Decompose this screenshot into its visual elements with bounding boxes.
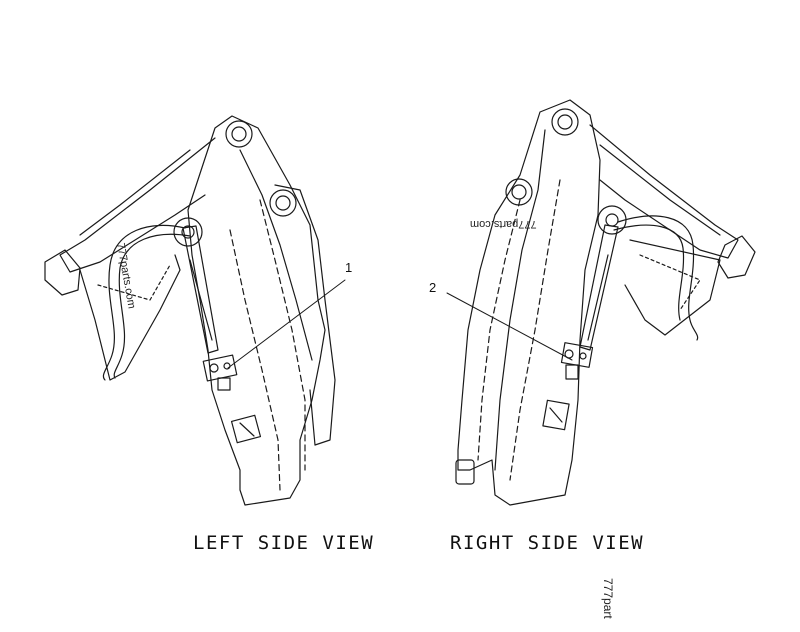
left-arm-hidden-edge-2: [230, 230, 280, 490]
left-bracket: [275, 185, 335, 445]
left-arm-hidden-edge: [260, 200, 305, 470]
left-arm-inner-edge: [240, 150, 312, 360]
right-rod-head: [598, 206, 626, 234]
leader-line-1: [228, 280, 345, 368]
right-side-view-label: RIGHT SIDE VIEW: [450, 532, 645, 554]
left-pivot-pin-top: [226, 121, 252, 147]
right-bucket: [625, 240, 720, 335]
callout-number-1: 1: [345, 260, 353, 275]
right-pivot-pin-top: [552, 109, 578, 135]
left-side-view-label: LEFT SIDE VIEW: [193, 532, 375, 554]
right-cylinder-foot: [456, 460, 474, 484]
left-arm-body: [188, 116, 325, 505]
right-label-plate: [543, 400, 569, 429]
right-link-arm: [590, 125, 738, 258]
right-pivot-pin-mid: [506, 179, 532, 205]
left-side-assembly: [45, 116, 345, 505]
left-cylinder: [183, 226, 218, 353]
right-arm-inner-edge: [495, 130, 545, 470]
leader-line-2: [447, 293, 572, 360]
right-arm-hidden-edge: [478, 200, 520, 460]
left-link-arm: [60, 138, 215, 272]
right-arm-body: [458, 100, 600, 505]
watermark-right: 777parts.com: [470, 218, 537, 230]
left-pivot-pin-mid: [270, 190, 296, 216]
left-bucket: [80, 255, 180, 380]
callout-number-2: 2: [429, 280, 437, 295]
right-switch: [561, 343, 592, 368]
left-switch: [203, 355, 237, 381]
right-end-block: [718, 236, 755, 278]
left-label-plate: [232, 415, 261, 442]
right-side-assembly: [447, 100, 755, 505]
watermark-bottom: 777part: [601, 578, 615, 619]
left-rod-head: [174, 218, 202, 246]
right-hose: [618, 216, 698, 340]
right-arm-hidden-edge-2: [510, 180, 560, 480]
left-end-block: [45, 250, 80, 295]
right-cylinder: [580, 225, 618, 350]
